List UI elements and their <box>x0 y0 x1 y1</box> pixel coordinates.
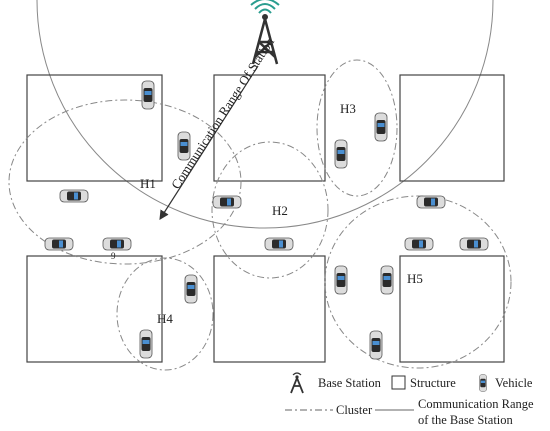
legend-base-station-label: Base Station <box>318 376 382 390</box>
base-station-range-circle <box>36 0 494 229</box>
cluster-label-h1: H1 <box>140 176 156 191</box>
vehicle-number-label: 9 <box>111 251 116 261</box>
legend-range-label-line2: of the Base Station <box>418 413 514 427</box>
cluster-label-h4: H4 <box>157 311 173 326</box>
range-arrow <box>159 65 259 221</box>
legend-structure-icon <box>391 375 406 390</box>
structures <box>26 74 505 363</box>
base-station-tower-icon <box>250 0 280 65</box>
vehicle <box>59 189 89 203</box>
vehicle <box>380 265 394 295</box>
vehicle <box>374 112 388 142</box>
vehicle <box>141 80 155 110</box>
cluster-label-h3: H3 <box>340 101 356 116</box>
vehicle <box>334 139 348 169</box>
legend-vehicle-label: Vehicle <box>495 376 533 390</box>
vehicle <box>184 274 198 304</box>
cluster-h3 <box>316 59 398 197</box>
clusters <box>8 59 512 371</box>
cluster-label-h2: H2 <box>272 203 288 218</box>
legend-cluster-label: Cluster <box>336 403 373 417</box>
vehicle <box>44 237 74 251</box>
range-label: Communication Range Of Station <box>168 34 277 191</box>
legend-range-label-line1: Communication Range <box>418 397 534 411</box>
vehicles <box>44 80 489 360</box>
legend-vehicle-icon <box>479 374 487 392</box>
vehicle <box>212 195 242 209</box>
vehicle <box>369 330 383 360</box>
cluster-h2 <box>211 141 329 279</box>
structure-top-left <box>26 74 163 182</box>
cluster-label-h5: H5 <box>407 271 423 286</box>
legend: Base Station Structure Vehicle Cluster C… <box>285 372 534 427</box>
vehicle <box>459 237 489 251</box>
structure-top-center <box>213 74 326 182</box>
structure-bottom-left <box>26 255 163 363</box>
vehicle <box>264 237 294 251</box>
vehicle <box>102 237 132 251</box>
vehicle <box>416 195 446 209</box>
structure-bottom-center <box>213 255 326 363</box>
cluster-h5 <box>324 195 512 369</box>
cluster-h4 <box>116 257 214 371</box>
vehicle <box>177 131 191 161</box>
vehicle <box>404 237 434 251</box>
legend-structure-label: Structure <box>410 376 456 390</box>
vehicle <box>334 265 348 295</box>
vehicle <box>139 329 153 359</box>
cluster-h1 <box>8 99 242 265</box>
structure-top-right <box>399 74 505 182</box>
legend-base-station-icon <box>290 372 304 394</box>
